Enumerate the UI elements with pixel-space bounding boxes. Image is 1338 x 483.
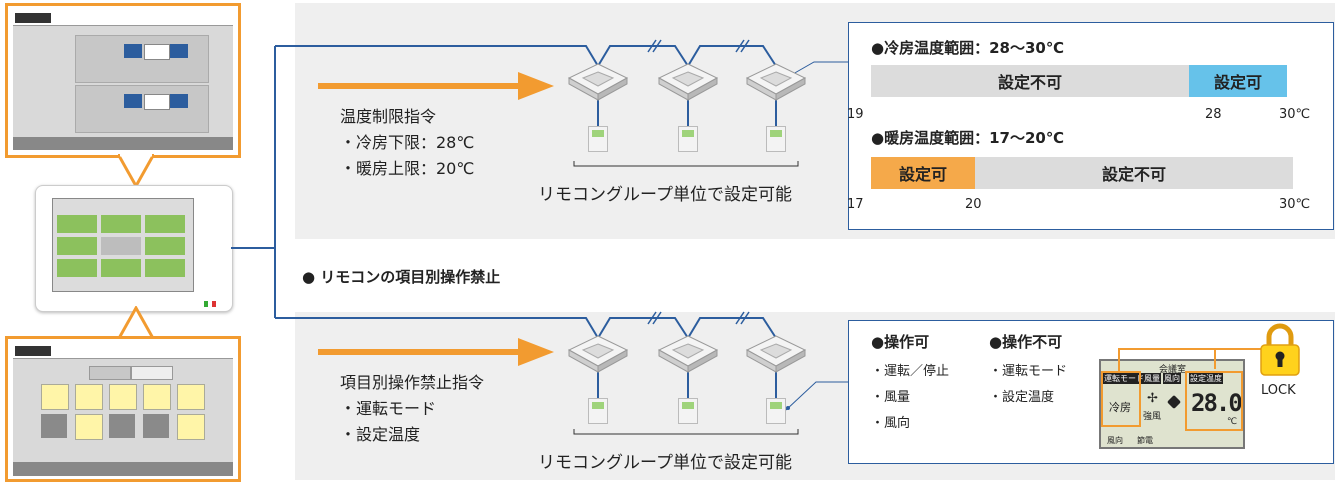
operation-permission-box: ●操作可 ・運転／停止 ・風量 ・風向 ●操作不可 ・運転モード ・設定温度 会… xyxy=(848,320,1334,464)
inoperable-item: ・設定温度 xyxy=(989,390,1055,405)
heating-tick: 17 xyxy=(847,197,864,212)
callout-pointer-top xyxy=(118,154,154,188)
temperature-range-box: ●冷房温度範囲：28～30℃ 設定不可 設定可 19 28 30℃ ●暖房温度範… xyxy=(847,22,1334,230)
screen-header xyxy=(13,11,233,26)
heating-settable-label: 設定可 xyxy=(898,165,947,184)
cooling-tick: 28 xyxy=(1205,107,1222,122)
lcd-temp-tab: 設定温度 xyxy=(1189,373,1223,384)
arrow-right-icon xyxy=(318,72,554,100)
inoperable-title: ●操作不可 xyxy=(989,333,1063,351)
remote-controller-icon xyxy=(588,126,608,152)
fan-icon: ✢ xyxy=(1147,391,1158,406)
temperature-setting-screen xyxy=(13,11,233,150)
cooling-settable-bar: 設定可 xyxy=(1189,65,1287,97)
temperature-limit-item: ・冷房下限：28℃ xyxy=(340,133,475,152)
cooling-not-settable-label: 設定不可 xyxy=(997,73,1062,92)
status-led-red xyxy=(212,301,216,307)
remote-lcd-display: 会議室 運転モード 風量 風向 設定温度 冷房 ✢ 強風 28.0 ℃ 風向 節… xyxy=(1099,359,1245,449)
indoor-unit-icon xyxy=(745,62,807,102)
heating-tick: 20 xyxy=(965,197,982,212)
heating-range-title: ●暖房温度範囲：17～20℃ xyxy=(871,129,1065,147)
arrow-right-icon xyxy=(318,338,554,366)
remote-controller-icon xyxy=(678,126,698,152)
lcd-temp-highlight xyxy=(1185,371,1243,431)
cooling-range-title: ●冷房温度範囲：28～30℃ xyxy=(871,39,1065,57)
lock-label: LOCK xyxy=(1261,383,1296,398)
lcd-dir-tab: 風向 xyxy=(1163,373,1181,384)
operation-prohibit-item: ・設定温度 xyxy=(340,425,421,444)
operable-title: ●操作可 xyxy=(871,333,930,351)
heating-settable-bar: 設定可 xyxy=(871,157,975,189)
group-caption: リモコングループ単位で設定可能 xyxy=(538,185,792,205)
lcd-room-name: 会議室 xyxy=(1159,365,1187,375)
section-title: ● リモコンの項目別操作禁止 xyxy=(302,268,501,286)
heating-setting-row xyxy=(75,85,209,133)
temperature-limit-item: ・暖房上限：20℃ xyxy=(340,159,475,178)
cooling-tick: 30℃ xyxy=(1279,107,1311,122)
indoor-unit-icon xyxy=(567,62,629,102)
central-controller-screen xyxy=(52,198,194,292)
heating-not-settable-label: 設定不可 xyxy=(1101,165,1166,184)
cooling-not-settable-bar: 設定不可 xyxy=(871,65,1189,97)
lcd-temp-value: 28.0 xyxy=(1191,389,1243,417)
heating-not-settable-bar: 設定不可 xyxy=(975,157,1293,189)
remote-controller-icon xyxy=(678,398,698,424)
status-led-green xyxy=(204,301,208,307)
temperature-limit-command-title: 温度制限指令 xyxy=(340,107,437,126)
operation-prohibit-screen xyxy=(13,344,233,476)
inoperable-item: ・運転モード xyxy=(989,364,1068,379)
lcd-mode-value: 冷房 xyxy=(1109,401,1131,414)
padlock-icon xyxy=(1260,323,1300,376)
heating-tick: 30℃ xyxy=(1279,197,1311,212)
indoor-unit-icon xyxy=(657,62,719,102)
cooling-setting-row xyxy=(75,35,209,83)
lcd-temp-unit: ℃ xyxy=(1227,417,1238,427)
lcd-fan-value: 強風 xyxy=(1143,412,1162,422)
screen-header-left xyxy=(15,13,51,23)
temperature-setting-screen-frame xyxy=(5,3,241,158)
cooling-tick: 19 xyxy=(847,107,864,122)
operable-item: ・風向 xyxy=(871,416,911,431)
lcd-foot-left: 風向 xyxy=(1107,436,1123,445)
lcd-mode-tab: 運転モード xyxy=(1103,373,1145,384)
screen-footer xyxy=(13,137,233,150)
lcd-foot-right: 節電 xyxy=(1137,436,1153,445)
operable-item: ・風量 xyxy=(871,390,911,405)
remote-controller-icon xyxy=(588,398,608,424)
lcd-fan-tab: 風量 xyxy=(1143,373,1161,384)
louver-icon xyxy=(1166,394,1182,410)
operation-prohibit-item: ・運転モード xyxy=(340,399,437,418)
indoor-unit-icon xyxy=(567,334,629,374)
operable-item: ・運転／停止 xyxy=(871,364,950,379)
operation-prohibit-screen-frame xyxy=(5,336,241,482)
remote-controller-icon xyxy=(766,398,786,424)
indoor-unit-icon xyxy=(745,334,807,374)
remote-controller-icon xyxy=(766,126,786,152)
lcd-mode-highlight xyxy=(1101,371,1141,427)
cooling-settable-label: 設定可 xyxy=(1213,73,1262,92)
indoor-unit-icon xyxy=(657,334,719,374)
group-caption: リモコングループ単位で設定可能 xyxy=(538,453,792,473)
operation-prohibit-command-title: 項目別操作禁止指令 xyxy=(340,373,485,392)
